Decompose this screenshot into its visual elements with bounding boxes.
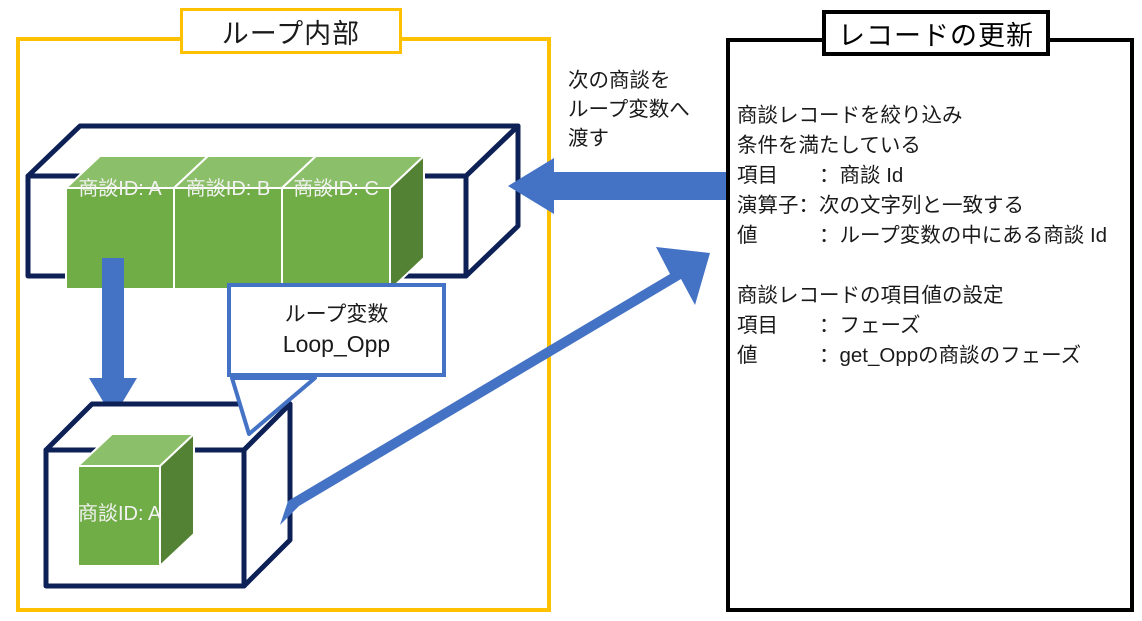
cube-a-label: 商談ID: A — [78, 178, 162, 200]
record-body-spacer — [737, 251, 1137, 281]
left-arrow-next-opportunity — [508, 158, 730, 214]
record-block1-line-3: 項目 ：商談 Id — [737, 164, 904, 187]
cube-c-label: 商談ID: C — [293, 178, 379, 200]
record-update-body: 商談レコードを絞り込み 条件を満たしている 項目 ：商談 Id 演算子：次の文字… — [737, 101, 1137, 371]
pass-label-line-3: 渡す — [568, 127, 609, 150]
record-block1-line-2: 条件を満たしている — [737, 134, 921, 157]
loop-variable-callout: ループ変数 Loop_Opp — [227, 283, 446, 377]
diagonal-arrow-shape — [280, 247, 710, 525]
down-arrow-shape — [89, 258, 137, 418]
callout-tail-shape — [230, 376, 317, 436]
record-panel-title: レコードの更新 — [822, 10, 1050, 56]
left-arrow-shape — [508, 158, 730, 214]
record-update-panel — [726, 38, 1134, 612]
pass-label-line-2: ループ変数へ — [568, 98, 690, 121]
callout-line-1: ループ変数 — [284, 303, 389, 326]
record-block1-line-4: 演算子：次の文字列と一致する — [737, 194, 1024, 217]
callout-tail — [230, 376, 317, 436]
down-arrow-loop-variable — [89, 258, 137, 418]
pass-label-line-1: 次の商談を — [568, 69, 671, 92]
cube-lower-a-label: 商談ID: A — [78, 503, 162, 525]
record-block1-line-5: 値 ：ループ変数の中にある商談 Id — [737, 224, 1108, 247]
record-block1-line-1: 商談レコードを絞り込み — [737, 104, 963, 127]
loop-frame-title: ループ内部 — [180, 8, 402, 54]
record-panel-title-text: レコードの更新 — [838, 20, 1034, 51]
pass-to-loop-variable-label: 次の商談を ループ変数へ 渡す — [568, 66, 718, 153]
record-block2-line-3: 値 ：get_Oppの商談のフェーズ — [737, 344, 1082, 367]
record-block2-line-1: 商談レコードの項目値の設定 — [737, 284, 1004, 307]
diagonal-arrow-update-record — [280, 247, 710, 525]
callout-line-2: Loop_Opp — [282, 331, 391, 357]
record-block2-line-2: 項目 ：フェーズ — [737, 314, 921, 337]
cube-b-label: 商談ID: B — [185, 178, 271, 200]
loop-frame-title-text: ループ内部 — [221, 18, 361, 49]
